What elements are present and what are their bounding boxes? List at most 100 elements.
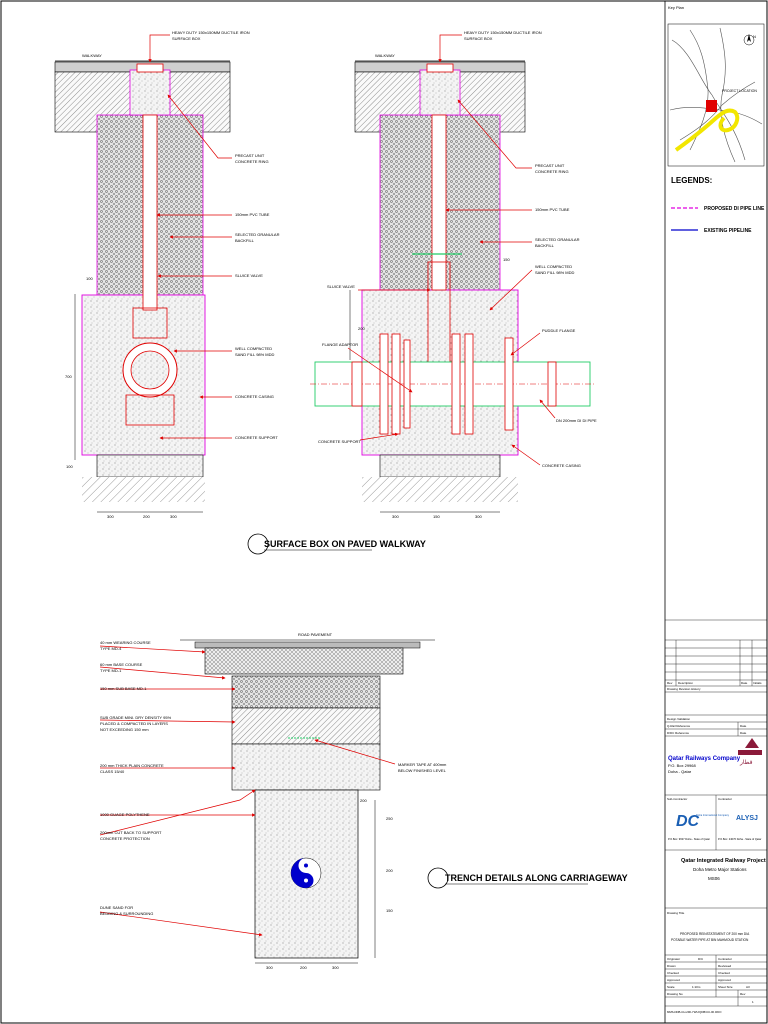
dim-c-v3: 150 xyxy=(386,908,393,913)
revision-history-label: Drawing Revision History xyxy=(667,687,701,691)
rev-header-rev: Rev xyxy=(667,681,673,685)
backfill-b: SELECTED GRANULAR xyxy=(535,237,580,242)
dim-w3: 300 xyxy=(170,514,177,519)
surface-box-label-1: HEAVY DUTY 150x150MM DUCTILE IRON xyxy=(172,30,250,35)
marker-tape-label-2: BELOW FINISHED LEVEL xyxy=(398,768,447,773)
sub-base xyxy=(231,675,381,709)
surface-box-b-label-2: SURFACE BOX xyxy=(464,36,493,41)
key-plan-label: Key Plan xyxy=(668,5,684,10)
surface-box-label-2: SURFACE BOX xyxy=(172,36,201,41)
precast-ring-b-2: CONCRETE RING xyxy=(535,169,569,174)
info-rows: Originator D/C Contractor Drawn Reviewed… xyxy=(667,957,754,1014)
casing-label: CONCRETE CASING xyxy=(235,394,274,399)
pvc-tube-b: 150mm PVC TUBE xyxy=(535,207,570,212)
drawing-title-label: Drawing Title xyxy=(667,911,685,915)
cut-back-label: 200mm CUT BACK TO SUPPORT xyxy=(100,830,162,835)
dc-ref-label: D/DC Reference xyxy=(667,731,689,735)
title-trench-section: TRENCH DETAILS ALONG CARRIAGEWAY xyxy=(427,867,628,889)
plain-concrete-label-2: CLASS 15/40 xyxy=(100,769,125,774)
cut-back-label-2: CONCRETE PROTECTION xyxy=(100,836,150,841)
title-block: Key Plan PROJECT LOCATION N LEGENDS: PRO… xyxy=(664,1,767,1023)
subgrade-label-2: PLACED & COMPACTED IN LAYERS xyxy=(100,721,168,726)
dim-w1: 300 xyxy=(107,514,114,519)
title-walkway: SURFACE BOX ON PAVED WALKWAY xyxy=(264,539,426,549)
sluice-valve-label: SLUICE VALVE xyxy=(235,273,263,278)
wearing-course xyxy=(204,647,404,675)
project-location-label: PROJECT LOCATION xyxy=(722,89,757,93)
support-label: CONCRETE SUPPORT xyxy=(235,435,278,440)
drawing-c-trench-section: ROAD PAVEMENT 200 250 200 150 300 200 30… xyxy=(99,632,447,970)
road-pavement-label: ROAD PAVEMENT xyxy=(298,632,333,637)
subgrade-label-3: NOT EXCEEDING 150 mm xyxy=(100,727,149,732)
dim-b-w1: 300 xyxy=(392,514,399,519)
legends-title: LEGENDS: xyxy=(671,176,712,185)
north-label: N xyxy=(753,34,756,39)
client-city: Doha - Qatar xyxy=(668,769,692,774)
pipe-label: DN 200mm DI DI PIPE xyxy=(556,418,597,423)
subgrade xyxy=(231,707,381,745)
project-location-marker xyxy=(706,100,717,112)
backfill-b-2: BACKFILL xyxy=(535,243,555,248)
plain-concrete xyxy=(231,743,381,791)
base-course-label: 60 mm BASE COURSE xyxy=(100,662,143,667)
title-trench: TRENCH DETAILS ALONG CARRIAGEWAY xyxy=(445,873,628,883)
row-checked: Checked xyxy=(667,971,679,975)
row-sheet-size-val: A3 xyxy=(746,985,750,989)
contractor-label: Contractor xyxy=(718,797,732,801)
alysj-address: P.O.Box: 24076 Doha - State of Qatar xyxy=(718,837,761,841)
dim-c-w2: 200 xyxy=(300,965,307,970)
sand-fill-label-2: SAND FILL 98% MDD xyxy=(235,352,275,357)
marker-tape-label: MARKER TAPE AT 400mm xyxy=(398,762,447,767)
dc-address: P.O.Box: 9637 Doha - State of Qatar xyxy=(668,837,710,841)
title-walkway-section: SURFACE BOX ON PAVED WALKWAY xyxy=(247,533,426,555)
project-name: Qatar Integrated Railway Project xyxy=(681,858,766,864)
dim-c-v1: 250 xyxy=(386,816,393,821)
rev-header-init: Initials xyxy=(753,681,762,685)
row-rev: Rev xyxy=(740,992,746,996)
support-b-label: CONCRETE SUPPORT xyxy=(318,439,361,444)
dim-mid-b: 200 xyxy=(358,326,365,331)
row-scale: Scale xyxy=(667,985,675,989)
project-sub: Doha Metro Major Stations xyxy=(693,867,747,872)
info-table xyxy=(665,955,767,1007)
north-arrow-icon xyxy=(747,34,751,42)
drawing-number: MMS-DDB-CH-290-YWU/QDB/UU-00.0/DO xyxy=(667,1010,722,1014)
flange-adaptor-label: FLANGE ADAPTOR xyxy=(322,342,358,347)
polythene-label: 1000 GUAGE POLYTHENE xyxy=(100,812,150,817)
drawing-title-2: POTABLE WATER PIPE AT BIN MAHMOUD STATIO… xyxy=(671,938,749,942)
dune-sand-label-2: BEDDING & SURROUNDING xyxy=(100,911,153,916)
pvc-tube xyxy=(142,114,158,311)
dim-b-w2: 150 xyxy=(433,514,440,519)
dim-c-side: 200 xyxy=(360,798,367,803)
precast-ring-b: PRECAST UNIT xyxy=(535,163,565,168)
design-validation-label: Design Validation xyxy=(667,717,690,721)
base-course-label-2: TYPE MD-1 xyxy=(100,668,122,673)
surface-box xyxy=(129,69,171,116)
row-approved: Approved xyxy=(667,978,680,982)
row-rev-val: 1 xyxy=(752,1000,754,1004)
legend-proposed-label: PROPOSED DI PIPE LINE xyxy=(704,206,765,212)
sand-fill-b: WELL COMPACTED xyxy=(535,264,572,269)
wearing-label: 40 mm WEARING COURSE xyxy=(100,640,151,645)
dc-logo: DC xyxy=(676,813,700,830)
sluice-valve xyxy=(132,307,168,339)
qrail-ref-label: Q-Rail Reference xyxy=(667,724,691,728)
row-drawing-no: Drawing No xyxy=(667,992,683,996)
row-scale-val: 1:10m xyxy=(692,985,701,989)
puddle-flange-label: PUDDLE FLANGE xyxy=(542,328,576,333)
pvc-tube-label: 150mm PVC TUBE xyxy=(235,212,270,217)
backfill-label-2: BACKFILL xyxy=(235,238,255,243)
sub-contractor-label: Sub-Contractor xyxy=(667,797,687,801)
dim-top-b: 150 xyxy=(503,257,510,262)
precast-ring-label: PRECAST UNIT xyxy=(235,153,265,158)
dune-sand-label: DUNE SAND FOR xyxy=(100,905,133,910)
row-contractor: Contractor xyxy=(718,957,732,961)
row-originator-val: D/C xyxy=(698,957,704,961)
dc-company: Doha International Company xyxy=(696,813,730,817)
casing-b-label: CONCRETE CASING xyxy=(542,463,581,468)
client-logo: قطار xyxy=(738,738,762,766)
dim-height: 700 xyxy=(65,374,72,379)
date-label-1: Date xyxy=(740,724,747,728)
dim-base: 100 xyxy=(66,464,73,469)
